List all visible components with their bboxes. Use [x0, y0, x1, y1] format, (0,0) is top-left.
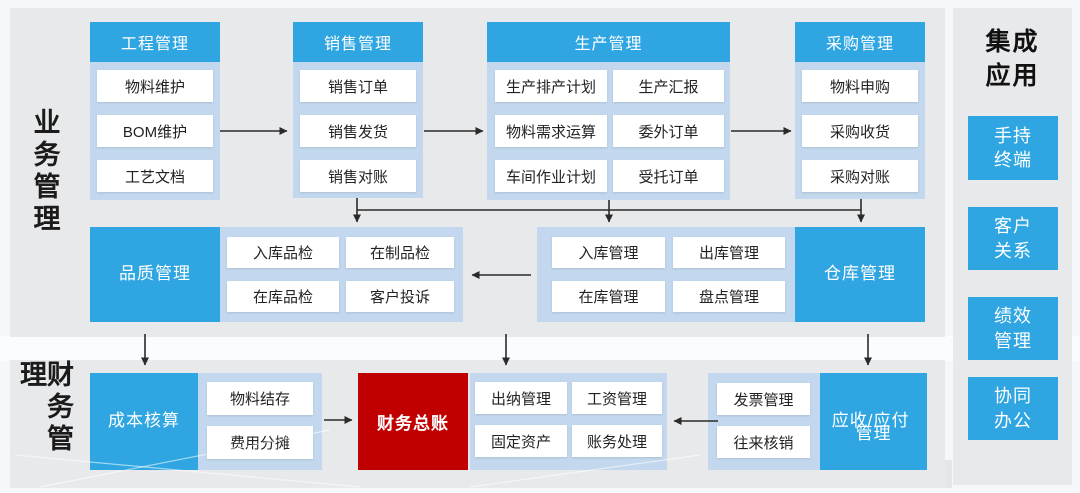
module-header-production: 生产管理	[487, 22, 730, 62]
finance-section-label: 财务管理	[16, 360, 73, 456]
module-header-ar-ap: 应收/应付 管理	[820, 373, 927, 470]
invoice-group: 发票管理 往来核销	[708, 373, 820, 470]
module-item: BOM维护	[97, 115, 213, 147]
module-header-sales: 销售管理	[293, 22, 423, 62]
module-item: 受托订单	[613, 160, 724, 192]
module-item: 发票管理	[717, 383, 810, 415]
module-item: 生产汇报	[613, 70, 724, 102]
module-item: 出纳管理	[475, 382, 567, 414]
module-header-warehouse: 仓库管理	[795, 227, 925, 322]
module-item: 委外订单	[613, 115, 724, 147]
app-label-line: 手持	[994, 125, 1032, 146]
engineering-group: 工程管理 物料维护 BOM维护 工艺文档	[90, 22, 220, 200]
module-item: 盘点管理	[673, 281, 785, 312]
module-item: 物料需求运算	[495, 115, 607, 147]
integration-title: 集成 应用	[953, 26, 1072, 94]
module-item: 物料结存	[207, 382, 313, 415]
module-header-cost: 成本核算	[90, 373, 198, 470]
integration-app-handheld: 手持 终端	[968, 116, 1058, 180]
module-item: 工资管理	[572, 382, 662, 414]
module-item: 账务处理	[572, 425, 662, 457]
integration-title-line1: 集成	[985, 28, 1040, 56]
module-header-quality: 品质管理	[90, 227, 220, 322]
sales-group: 销售管理 销售订单 销售发货 销售对账	[293, 22, 423, 198]
module-item: 物料申购	[802, 70, 918, 102]
module-item: 入库管理	[552, 237, 665, 268]
integration-app-crm: 客户 关系	[968, 207, 1058, 270]
module-item: 往来核销	[717, 426, 810, 458]
module-item: 销售发货	[300, 115, 416, 147]
module-header-purchase: 采购管理	[795, 22, 925, 62]
module-item: 销售对账	[300, 160, 416, 192]
ar-ap-line2: 管理	[855, 423, 892, 443]
quality-group: 品质管理 入库品检 在制品检 在库品检 客户投诉	[90, 227, 463, 322]
module-header-engineering: 工程管理	[90, 22, 220, 62]
module-item: 固定资产	[475, 425, 567, 457]
accounting-group: 出纳管理 工资管理 固定资产 账务处理	[470, 373, 667, 470]
background-band	[0, 336, 1080, 361]
ar-ap-line1: 应收/应付	[831, 411, 910, 431]
module-item: 车间作业计划	[495, 160, 607, 192]
module-item: 工艺文档	[97, 160, 213, 192]
module-item: 采购收货	[802, 115, 918, 147]
production-group: 生产管理 生产排产计划 生产汇报 物料需求运算 委外订单 车间作业计划 受托订单	[487, 22, 730, 200]
integration-title-line2: 应用	[985, 61, 1040, 90]
module-item: 销售订单	[300, 70, 416, 102]
module-item: 生产排产计划	[495, 70, 607, 102]
general-ledger-box: 财务总账	[358, 373, 468, 470]
app-label-line: 客户	[994, 216, 1032, 237]
business-section-label: 业务管理	[29, 108, 60, 236]
integration-app-oa: 协同 办公	[968, 377, 1058, 440]
module-item: 在库品检	[227, 281, 339, 312]
warehouse-group: 入库管理 出库管理 在库管理 盘点管理 仓库管理	[537, 227, 925, 322]
app-label-line: 办公	[994, 410, 1032, 431]
module-item: 采购对账	[802, 160, 918, 192]
cost-group: 物料结存 费用分摊	[198, 373, 322, 470]
integration-app-performance: 绩效 管理	[968, 297, 1058, 360]
app-label-line: 终端	[994, 150, 1032, 170]
module-item: 入库品检	[227, 237, 339, 268]
app-label-line: 绩效	[994, 306, 1032, 327]
module-item: 客户投诉	[346, 281, 454, 312]
module-item: 出库管理	[673, 237, 785, 268]
module-item: 在库管理	[552, 281, 665, 312]
module-item: 在制品检	[346, 237, 454, 268]
app-label-line: 协同	[994, 386, 1032, 407]
app-label-line: 管理	[994, 330, 1032, 351]
module-item: 物料维护	[97, 70, 213, 102]
purchase-group: 采购管理 物料申购 采购收货 采购对账	[795, 22, 925, 199]
app-label-line: 关系	[994, 240, 1032, 261]
module-item: 费用分摊	[207, 426, 313, 459]
